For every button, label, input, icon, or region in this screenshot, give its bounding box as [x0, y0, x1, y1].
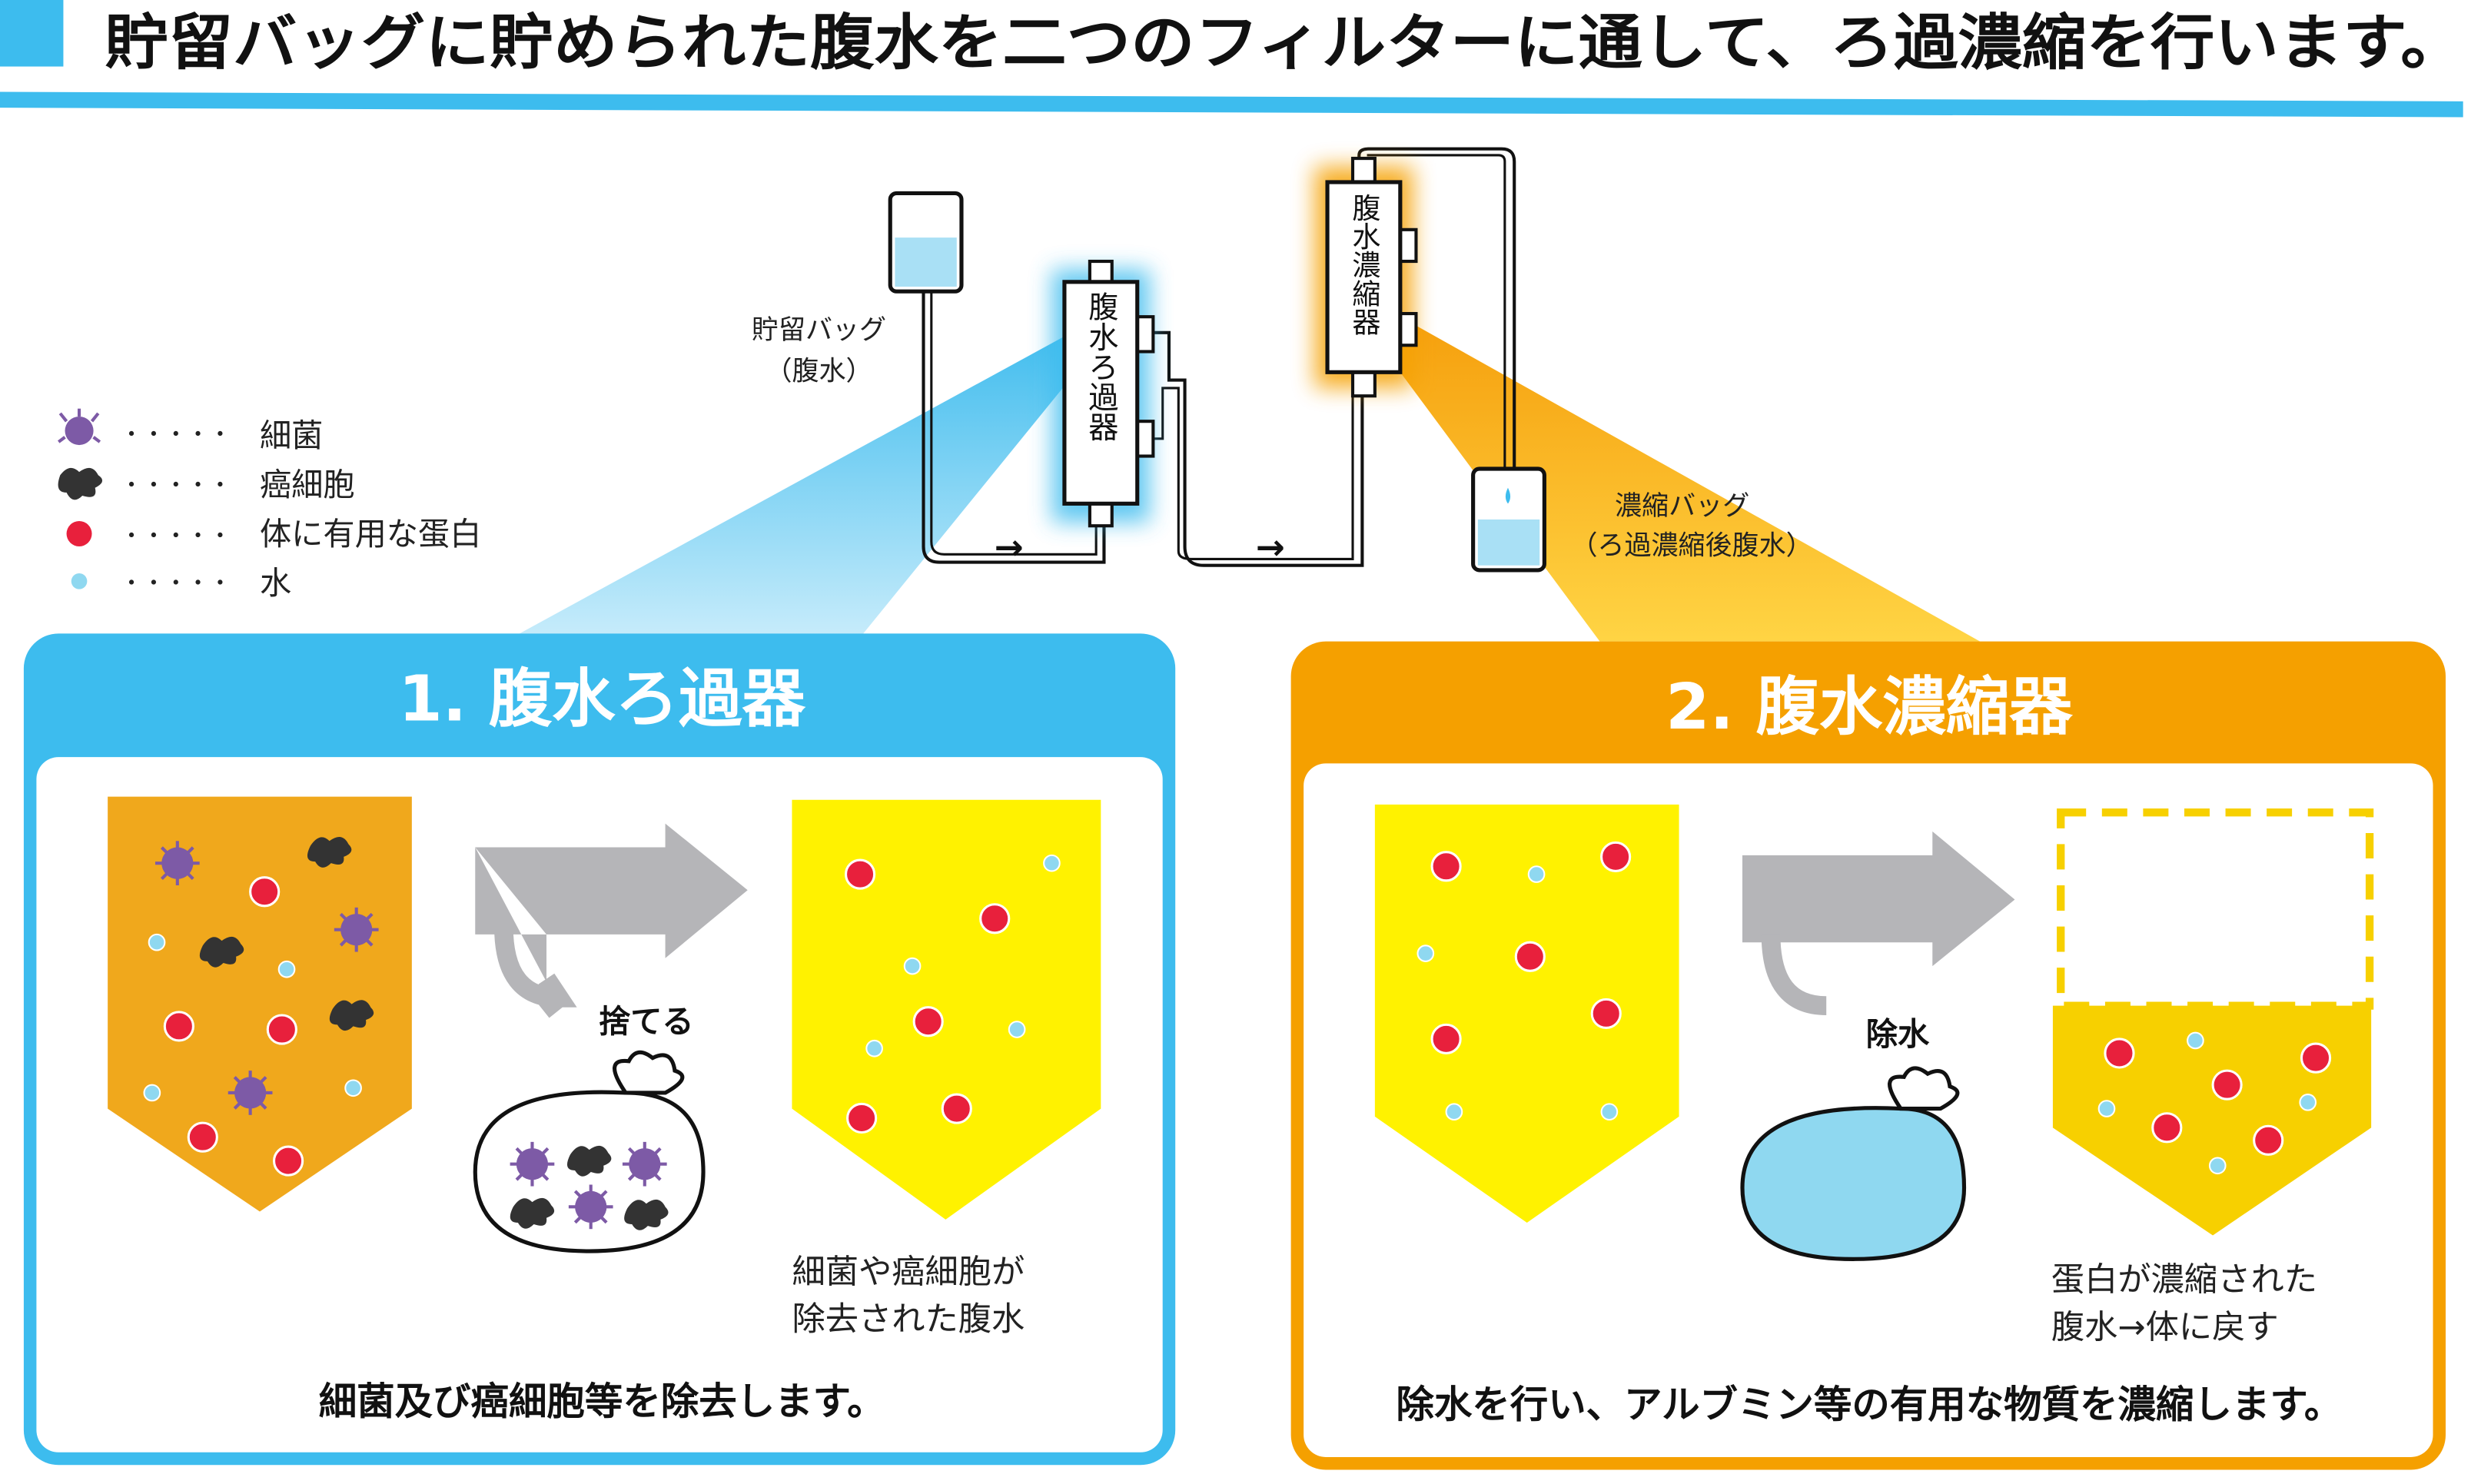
protein-particle — [1430, 1023, 1462, 1054]
cancer-cell-particle — [307, 837, 352, 868]
cancer-cell-particle — [566, 1145, 612, 1177]
legend-label-water: 水 — [260, 565, 291, 602]
water-removal-label: 除水 — [1866, 1016, 1930, 1053]
protein-particle — [844, 858, 876, 890]
water-particle — [1417, 945, 1435, 962]
water-particle — [148, 933, 166, 951]
bacteria-particle — [228, 1071, 273, 1115]
protein-particle — [1590, 998, 1622, 1030]
storage-bag-sublabel: （腹水） — [765, 356, 872, 387]
panel-concentrator-summary: 除水を行い、アルブミン等の有用な物質を濃縮します。 — [1396, 1382, 2342, 1426]
protein-particle — [2104, 1037, 2135, 1069]
bacteria-particle — [622, 1141, 667, 1187]
water-particle — [1600, 1103, 1619, 1121]
panel-filter-summary: 細菌及び癌細胞等を除去します。 — [319, 1379, 885, 1423]
legend-dots: ・・・・・ — [121, 570, 231, 596]
concentrate-bag-label: 濃縮バッグ — [1615, 490, 1749, 522]
removed-volume-outline — [2057, 808, 2374, 1010]
bacteria-particle — [154, 841, 200, 886]
concentrated-caption-line1: 蛋白が濃縮された — [2051, 1261, 2317, 1300]
water-icon — [71, 573, 88, 589]
concentrate-bag-sublabel: （ろ過濃縮後腹水） — [1570, 530, 1812, 561]
bacteria-icon — [58, 408, 101, 446]
protein-particle — [163, 1011, 194, 1042]
water-particle — [2187, 1031, 2204, 1050]
water-particle — [277, 960, 296, 978]
bacteria-particle — [334, 907, 379, 952]
water-particle — [903, 957, 922, 975]
protein-particle — [2211, 1069, 2243, 1101]
filter-label: 腹水ろ過器 — [1084, 291, 1119, 442]
water-particle — [344, 1079, 362, 1097]
flow-arrow-icon: → — [995, 526, 1024, 567]
water-bag-icon — [1740, 1106, 1967, 1261]
circuit — [922, 147, 1516, 567]
storage-bag — [888, 191, 964, 294]
legend-dots: ・・・・・ — [121, 523, 231, 549]
legend-label-cancer-cell: 癌細胞 — [260, 466, 355, 503]
panel-filter-title: 1. 腹水ろ過器 — [398, 662, 805, 736]
legend-dots: ・・・・・ — [121, 472, 231, 498]
cancer-cell-particle — [510, 1197, 555, 1229]
legend: ・・・・・ ・・・・・ ・・・・・ ・・・・・ 細菌 癌細胞 体に有用な蛋白 水 — [58, 408, 481, 602]
water-particle — [143, 1084, 161, 1102]
protein-particle — [187, 1121, 218, 1153]
flow-arrow-icon: → — [1256, 526, 1285, 567]
concentrated-ascites-shape — [2052, 1005, 2372, 1236]
bacteria-particle — [510, 1141, 555, 1187]
protein-particle — [1430, 851, 1462, 882]
discard-arrow-icon — [494, 926, 577, 1018]
water-particle — [865, 1039, 883, 1057]
title-underline — [0, 91, 2463, 118]
cancer-cell-particle — [199, 936, 244, 968]
protein-icon — [66, 521, 92, 546]
legend-dots: ・・・・・ — [121, 421, 231, 447]
discard-arrow-icon — [1761, 934, 1827, 1015]
concentrated-caption-line2: 腹水→体に戻す — [2051, 1308, 2279, 1346]
legend-label-bacteria: 細菌 — [260, 417, 323, 454]
water-particle — [1043, 854, 1061, 872]
filter-beam — [519, 329, 1078, 634]
water-particle — [2208, 1157, 2227, 1175]
gray-arrow-icon — [1742, 831, 2015, 967]
raw-ascites-shape — [108, 796, 412, 1212]
page-title: 貯留バッグに貯められた腹水を二つのフィルターに通して、ろ過濃縮を行います。 — [105, 8, 2465, 78]
protein-particle — [2253, 1124, 2284, 1156]
panel-filter: 1. 腹水ろ過器 捨てる 細菌や癌細胞が 除去された腹水 細菌及び癌細胞等を除去… — [23, 633, 1176, 1466]
water-particle — [2097, 1100, 2116, 1117]
water-particle — [1527, 865, 1546, 883]
filtered-caption-line2: 除去された腹水 — [792, 1300, 1025, 1339]
protein-particle — [846, 1102, 878, 1134]
panel-concentrator: 2. 腹水濃縮器 除水 蛋白が濃縮された 腹水→体に戻す 除水を行い、アルブミン… — [1290, 641, 2446, 1470]
cancer-cell-particle — [624, 1199, 669, 1230]
ascites-filter: 腹水ろ過器 — [1051, 259, 1155, 528]
water-particle — [2299, 1094, 2317, 1111]
storage-bag-label: 貯留バッグ — [752, 314, 886, 346]
concentrator-label: 腹水濃縮器 — [1347, 193, 1380, 336]
water-particle — [1008, 1021, 1026, 1038]
protein-particle — [941, 1093, 972, 1124]
panel-concentrator-title: 2. 腹水濃縮器 — [1666, 670, 2073, 744]
protein-particle — [266, 1014, 297, 1045]
ascites-concentrator: 腹水濃縮器 — [1314, 157, 1418, 398]
gray-arrow-icon — [475, 823, 748, 982]
filtered-caption-line1: 細菌や癌細胞が — [792, 1253, 1025, 1291]
protein-particle — [979, 903, 1011, 935]
title-marker — [0, 0, 64, 67]
protein-particle — [2151, 1112, 2183, 1144]
protein-particle — [249, 876, 281, 908]
protein-particle — [2300, 1042, 2332, 1074]
protein-particle — [912, 1006, 944, 1037]
cancer-cell-particle — [329, 1000, 374, 1031]
water-particle — [1445, 1103, 1463, 1121]
protein-particle — [272, 1145, 304, 1177]
discard-label: 捨てる — [599, 1004, 694, 1041]
protein-particle — [1600, 841, 1632, 873]
protein-particle — [1514, 941, 1546, 972]
cancer-cell-icon — [58, 467, 103, 500]
legend-label-protein: 体に有用な蛋白 — [260, 516, 481, 553]
concentrate-bag — [1471, 466, 1546, 573]
bacteria-particle — [568, 1184, 613, 1230]
